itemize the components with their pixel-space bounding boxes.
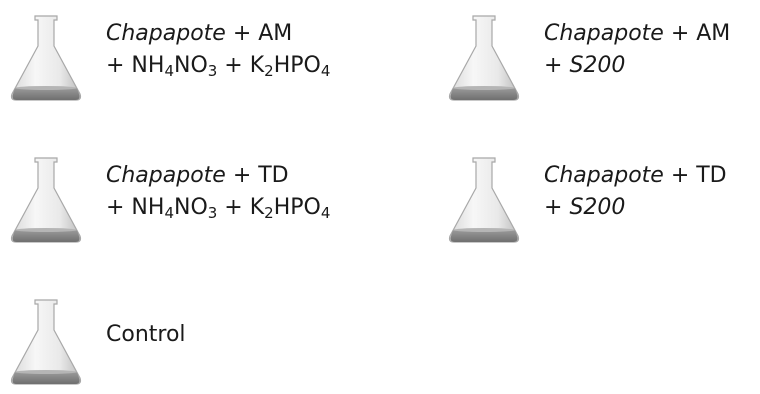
control-flask-group: Control — [8, 298, 368, 388]
erlenmeyer-flask-icon — [448, 157, 520, 243]
subscript: 2 — [264, 62, 274, 80]
treatment-text: + TD — [663, 163, 727, 188]
culture-flask-group-4: Chapapote + TD + S200 — [446, 156, 758, 246]
subscript: 4 — [164, 204, 174, 222]
nutrient-text: + NH — [106, 53, 165, 78]
treatment-text: + AM — [663, 21, 731, 46]
flask-label-line-1: Chapapote + TD — [544, 160, 727, 192]
culture-flask-group-2: Chapapote + AM + S200 — [446, 14, 758, 104]
flask-label: Chapapote + AM + NH4NO3 + K2HPO4 — [106, 18, 330, 82]
subscript: 4 — [320, 62, 331, 80]
erlenmeyer-flask-icon — [10, 299, 82, 385]
treatment-text: + AM — [225, 21, 293, 46]
flask-label-line-2: + NH4NO3 + K2HPO4 — [106, 192, 330, 224]
treatment-text: + TD — [225, 163, 289, 188]
nutrient-text: HPO — [273, 195, 321, 220]
subscript: 3 — [207, 62, 218, 80]
chapapote-term: Chapapote — [544, 163, 664, 188]
flask-label-line-1: Chapapote + TD — [106, 160, 330, 192]
s200-term: S200 — [569, 53, 626, 78]
control-label: Control — [106, 322, 186, 347]
flask-label: Chapapote + TD + NH4NO3 + K2HPO4 — [106, 160, 330, 224]
nutrient-text: NO — [173, 53, 208, 78]
flask-label: Chapapote + AM + S200 — [544, 18, 730, 82]
erlenmeyer-flask-icon — [10, 157, 82, 243]
s200-term: S200 — [569, 195, 626, 220]
nutrient-text: + NH — [106, 195, 165, 220]
subscript: 2 — [264, 204, 274, 222]
flask-label: Chapapote + TD + S200 — [544, 160, 727, 224]
erlenmeyer-flask-icon — [448, 15, 520, 101]
culture-flask-group-3: Chapapote + TD + NH4NO3 + K2HPO4 — [8, 156, 368, 246]
nutrient-text: + K — [217, 195, 265, 220]
flask-label-line-1: Chapapote + AM — [544, 18, 730, 50]
subscript: 3 — [207, 204, 218, 222]
chapapote-term: Chapapote — [106, 163, 226, 188]
culture-flask-group-1: Chapapote + AM + NH4NO3 + K2HPO4 — [8, 14, 368, 104]
flask-label-line-2: + NH4NO3 + K2HPO4 — [106, 50, 330, 82]
flask-label-line-1: Chapapote + AM — [106, 18, 330, 50]
subscript: 4 — [320, 204, 331, 222]
chapapote-term: Chapapote — [106, 21, 226, 46]
flask-label-line-2: + S200 — [544, 50, 730, 82]
erlenmeyer-flask-icon — [10, 15, 82, 101]
flask-label-line-2: + S200 — [544, 192, 727, 224]
nutrient-text: + — [544, 195, 570, 220]
nutrient-text: + — [544, 53, 570, 78]
nutrient-text: HPO — [273, 53, 321, 78]
nutrient-text: + K — [217, 53, 265, 78]
subscript: 4 — [164, 62, 174, 80]
chapapote-term: Chapapote — [544, 21, 664, 46]
nutrient-text: NO — [173, 195, 208, 220]
